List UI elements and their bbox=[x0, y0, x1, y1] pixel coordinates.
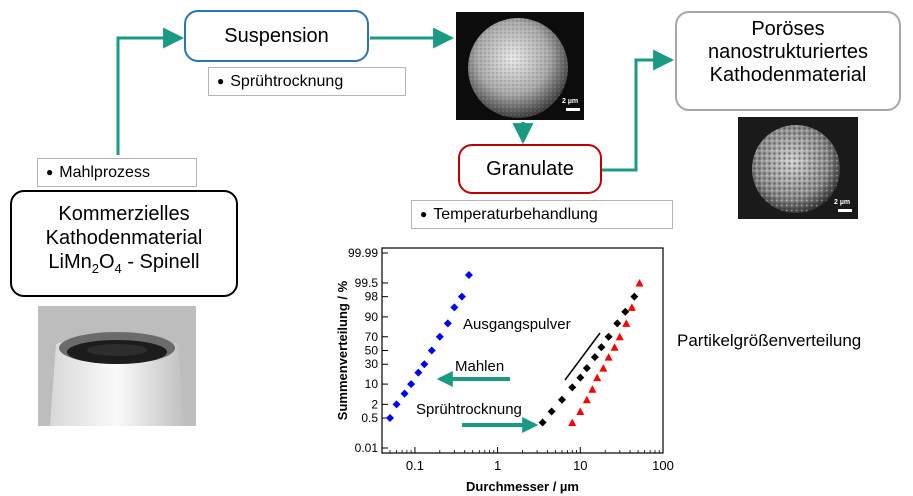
data-point-series-2 bbox=[621, 307, 630, 316]
arrow-granulate-to-porous bbox=[602, 49, 675, 172]
y-tick-label: 10 bbox=[365, 377, 379, 391]
data-point-series-3 bbox=[610, 343, 619, 351]
x-tick-label: 10 bbox=[573, 458, 587, 473]
data-point-series-3 bbox=[568, 418, 577, 427]
data-point-series-3 bbox=[604, 353, 613, 361]
data-point-series-2 bbox=[604, 332, 613, 341]
data-point-series-3 bbox=[627, 303, 636, 311]
data-point-series-1 bbox=[392, 400, 401, 409]
sem-image-porous: 2 µm bbox=[738, 117, 858, 219]
granulate-box: Granulate bbox=[458, 144, 602, 194]
data-point-series-2 bbox=[538, 418, 547, 427]
data-point-series-1 bbox=[435, 332, 444, 341]
plot-frame bbox=[381, 247, 664, 454]
data-point-series-3 bbox=[599, 364, 608, 372]
data-point-series-3 bbox=[622, 319, 631, 327]
y-tick-label: 98 bbox=[365, 290, 379, 304]
porous-line-1: Poröses bbox=[751, 18, 825, 40]
scale-bar-label-1: 2 µm bbox=[562, 98, 579, 105]
x-tick-label: 0.1 bbox=[406, 458, 424, 473]
data-point-series-1 bbox=[386, 414, 395, 423]
y-tick-label: 70 bbox=[365, 330, 379, 344]
particle-size-label: Partikelgrößenverteilung bbox=[677, 331, 862, 350]
heat-treatment-label: ● Temperaturbehandlung bbox=[411, 200, 673, 229]
data-point-series-3 bbox=[635, 278, 644, 287]
x-axis-label: Durchmesser / µm bbox=[466, 479, 579, 494]
annotation-ausgangspulver: Ausgangspulver bbox=[463, 316, 571, 333]
spray-drying-text: Sprühtrocknung bbox=[230, 73, 344, 90]
porous-line-2: nanostrukturiertes bbox=[707, 41, 869, 63]
y-tick-label: 99.5 bbox=[355, 276, 379, 290]
suspension-label: Suspension bbox=[224, 25, 329, 47]
data-point-series-1 bbox=[450, 303, 459, 312]
data-point-series-1 bbox=[400, 389, 409, 398]
bullet-icon: ● bbox=[46, 165, 54, 179]
y-tick-label: 2 bbox=[371, 397, 378, 411]
y-tick-label: 0.01 bbox=[355, 441, 379, 455]
milling-text: Mahlprozess bbox=[59, 164, 150, 181]
spray-drying-label: ● Sprühtrocknung bbox=[208, 67, 406, 96]
y-tick-label: 30 bbox=[365, 357, 379, 371]
annotation-leader-line bbox=[564, 332, 601, 381]
arrow-milling-to-suspension bbox=[116, 27, 185, 155]
data-point-series-2 bbox=[590, 353, 599, 362]
data-point-series-3 bbox=[615, 332, 624, 341]
commercial-line-1: Kommerzielles bbox=[58, 203, 190, 225]
bullet-icon: ● bbox=[217, 74, 225, 88]
data-point-series-2 bbox=[597, 343, 606, 352]
data-point-series-1 bbox=[443, 319, 452, 328]
commercial-line-2: Kathodenmaterial bbox=[45, 227, 203, 249]
porous-line-3: Kathodenmaterial bbox=[709, 64, 867, 86]
annotation-spruehtrocknung: Sprühtrocknung bbox=[416, 401, 522, 418]
jar-graphic bbox=[38, 306, 196, 426]
x-tick-label: 100 bbox=[652, 458, 674, 473]
data-point-series-2 bbox=[568, 383, 577, 392]
data-point-series-1 bbox=[427, 346, 436, 355]
sem-sphere-graphic bbox=[468, 18, 580, 118]
x-tick-label: 1 bbox=[494, 458, 501, 473]
data-point-series-1 bbox=[464, 271, 473, 280]
bullet-icon: ● bbox=[420, 207, 428, 221]
porous-material-box: Poröses nanostrukturiertes Kathodenmater… bbox=[675, 11, 901, 111]
data-point-series-3 bbox=[588, 385, 597, 393]
data-point-series-3 bbox=[582, 395, 591, 404]
data-point-series-3 bbox=[593, 373, 602, 382]
scale-bar-label-2: 2 µm bbox=[834, 199, 851, 206]
data-point-series-1 bbox=[414, 368, 423, 377]
y-tick-label: 90 bbox=[365, 310, 379, 324]
y-tick-label: 0.5 bbox=[361, 411, 378, 425]
powder-jar-photo bbox=[38, 306, 196, 426]
granulate-label: Granulate bbox=[486, 158, 574, 180]
data-point-series-3 bbox=[576, 407, 585, 415]
data-point-series-2 bbox=[547, 407, 556, 416]
data-point-series-1 bbox=[407, 380, 416, 389]
data-point-series-1 bbox=[457, 292, 466, 301]
suspension-box: Suspension bbox=[184, 10, 369, 62]
commercial-material-box: Kommerzielles Kathodenmaterial LiMn2O4 -… bbox=[10, 190, 238, 297]
heat-treatment-text: Temperaturbehandlung bbox=[433, 206, 598, 223]
data-point-series-2 bbox=[557, 395, 566, 404]
y-tick-label: 99.99 bbox=[348, 246, 378, 260]
annotation-mahlen: Mahlen bbox=[455, 358, 504, 375]
commercial-formula: LiMn2O4 - Spinell bbox=[48, 251, 200, 276]
sem-porous-graphic bbox=[752, 125, 852, 213]
data-point-series-1 bbox=[420, 360, 429, 369]
data-point-series-2 bbox=[576, 373, 585, 382]
data-point-series-2 bbox=[630, 292, 639, 301]
data-point-series-2 bbox=[613, 319, 622, 328]
data-point-series-2 bbox=[582, 364, 591, 373]
milling-label: ● Mahlprozess bbox=[37, 158, 197, 187]
y-axis-label: Summenverteilung / % bbox=[335, 280, 350, 420]
sem-image-sphere: 2 µm bbox=[456, 12, 584, 120]
y-tick-label: 50 bbox=[365, 344, 379, 358]
